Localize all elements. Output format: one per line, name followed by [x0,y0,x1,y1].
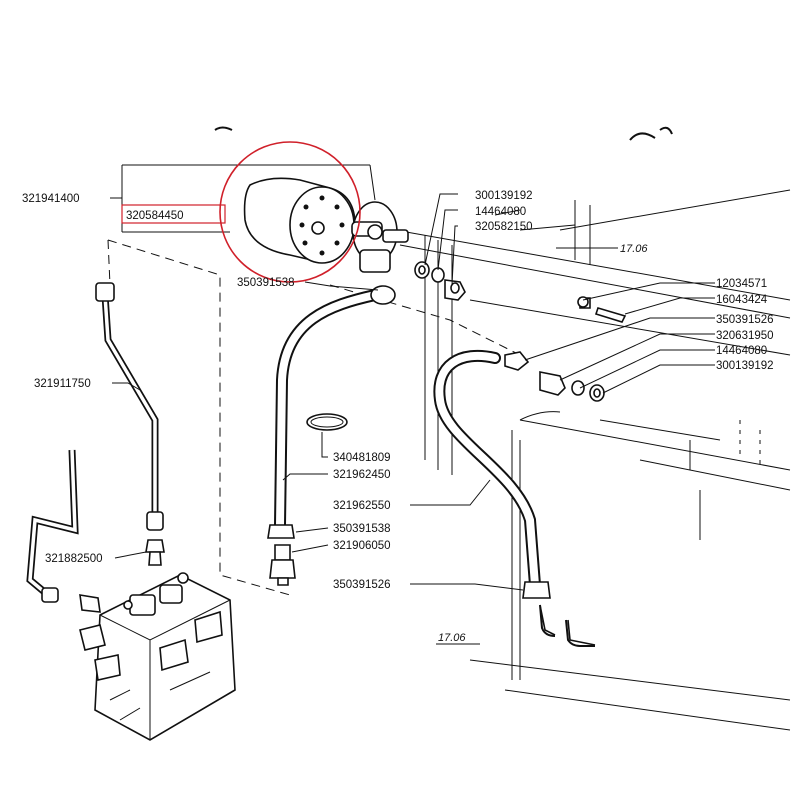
label-321911750: 321911750 [34,378,91,390]
label-350391538-top: 350391538 [237,277,295,289]
frame-lines [214,126,791,731]
label-320584450: 320584450 [126,210,184,222]
label-321962550: 321962550 [333,500,391,512]
lower-fittings [267,524,596,647]
label-16043424: 16043424 [716,294,768,306]
head-fittings [414,261,627,402]
label-321882500: 321882500 [45,553,103,565]
hose-321962450 [274,285,396,531]
label-300139192-right: 300139192 [716,360,774,372]
label-300139192-top: 300139192 [475,190,533,202]
pipe-321882500 [26,449,165,613]
label-ref-17-06-bottom: 17.06 [438,632,466,644]
label-321941400: 321941400 [22,193,80,205]
assembly-dash-lines [107,239,521,596]
label-320582150: 320582150 [475,221,533,233]
label-321906050: 321906050 [333,540,391,552]
highlight-box [121,204,226,224]
label-14464080-right: 14464080 [716,345,767,357]
label-14464080-top: 14464080 [475,206,526,218]
clamp-340481809 [306,413,348,431]
hose-321962550 [433,349,541,591]
pipe-321911750 [95,282,164,531]
highlight-circle [219,141,361,283]
bracket-321941400 [110,164,376,233]
label-350391526-bottom: 350391526 [333,579,391,591]
filter-head [351,201,409,273]
label-340481809: 340481809 [333,452,391,464]
filter-cartridge [243,177,356,264]
part-labels: 321941400 320584450 350391538 300139192 … [22,190,774,644]
label-321962450: 321962450 [333,469,391,481]
injection-pump [79,572,236,741]
label-350391538-mid: 350391538 [333,523,391,535]
label-350391526-right: 350391526 [716,314,774,326]
leader-lines [112,193,715,645]
label-320631950: 320631950 [716,330,774,342]
label-ref-17-06-top: 17.06 [620,243,648,255]
label-12034571: 12034571 [716,278,767,290]
